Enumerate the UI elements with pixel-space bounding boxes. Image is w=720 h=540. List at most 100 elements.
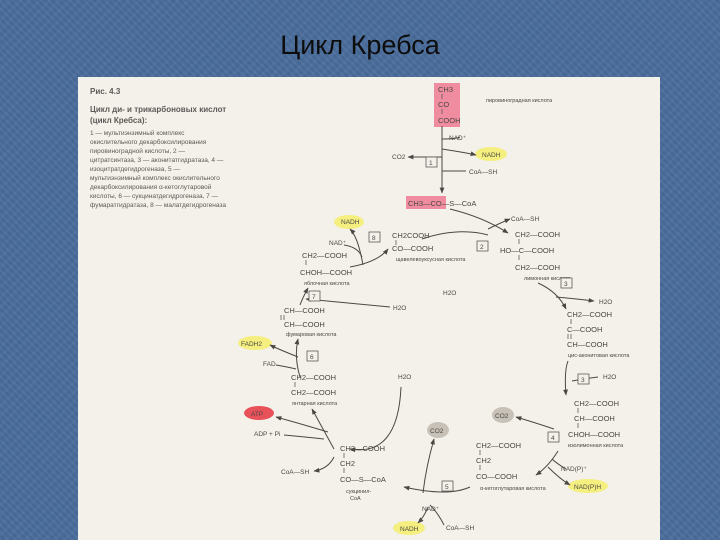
figure-label: Рис. 4.3: [90, 87, 121, 96]
svg-text:CH—COOH: CH—COOH: [284, 306, 325, 315]
pyruvate-highlight: [434, 83, 460, 127]
enzyme-7-box: [308, 290, 321, 302]
enzyme-3a-box: [560, 277, 573, 289]
succinyl-coa: CH2—COOH CH2 CO—S—CoA сукцинил- CoA: [340, 444, 386, 502]
nadph-badge: [568, 479, 608, 493]
nadp-label: NAD(P)⁺: [561, 466, 587, 473]
enzyme-5-number: 5: [445, 484, 449, 491]
nad-malate-label: NAD⁺: [329, 240, 347, 247]
svg-text:COOH: COOH: [438, 116, 461, 125]
atp-badge: [244, 406, 274, 420]
coa-sh-top-label: CoA—SH: [469, 169, 497, 176]
svg-text:CH2—COOH: CH2—COOH: [302, 251, 347, 260]
co2-isocitrate-badge: [492, 407, 514, 423]
svg-text:C—COOH: C—COOH: [567, 325, 602, 334]
enzyme-4-box: [547, 431, 560, 443]
svg-text:янтарная кислота: янтарная кислота: [292, 401, 338, 407]
svg-text:CO—COOH: CO—COOH: [476, 472, 517, 481]
co2-top-label: CO2: [392, 154, 406, 161]
enzyme-3b-number: 3: [581, 377, 585, 384]
acetyl-coa: CH3—CO—S—CoA: [408, 199, 476, 208]
svg-text:щавелевоуксусная кислота: щавелевоуксусная кислота: [396, 257, 466, 263]
fadh2-badge: [238, 336, 272, 350]
svg-text:сукцинил-: сукцинил-: [346, 489, 371, 495]
coa-sh-citrate-label: CoA—SH: [511, 216, 539, 223]
figure-enzyme-list: 1 — мультиэнзимный комплекс окислительно…: [90, 130, 226, 209]
alpha-ketoglutarate: CH2—COOH CH2 CO—COOH α-кетоглутаровая ки…: [476, 441, 547, 492]
enzyme-7-number: 7: [312, 294, 316, 301]
figure-caption: Цикл ди- и трикарбоновых кислот (цикл Кр…: [90, 105, 227, 125]
aconitate: CH2—COOH C—COOH CH—COOH цис-аконитовая к…: [567, 310, 630, 359]
enzyme-3b-box: [577, 373, 590, 385]
svg-text:CH—COOH: CH—COOH: [567, 340, 608, 349]
h2o-fumarate-label: H2O: [393, 305, 406, 312]
nadph-label: NAD(P)H: [574, 484, 601, 491]
svg-text:CH2—COOH: CH2—COOH: [574, 399, 619, 408]
h2o-aconitate-label: H2O: [599, 299, 612, 306]
svg-text:CH3: CH3: [438, 85, 453, 94]
enzyme-5-box: [441, 480, 454, 492]
enzyme-8-box: [368, 231, 381, 243]
svg-text:CO—COOH: CO—COOH: [392, 244, 433, 253]
svg-text:CHOH—COOH: CHOH—COOH: [568, 430, 620, 439]
fadh2-label: FADH2: [241, 341, 262, 348]
svg-text:CoA: CoA: [350, 496, 361, 502]
pyruvate: CH3 CO COOH пировиноградная кислота: [438, 85, 553, 125]
co2-ketoglutarate-label: CO2: [430, 428, 444, 435]
svg-text:пировиноградная кислота: пировиноградная кислота: [486, 98, 553, 104]
nadh-top-badge: [475, 147, 507, 161]
nadh-top-label: NADH: [482, 152, 501, 159]
enzyme-2-number: 2: [480, 244, 484, 251]
malate: CH2—COOH CHOH—COOH яблочная кислота: [300, 251, 352, 287]
svg-text:CH2COOH: CH2COOH: [392, 231, 430, 240]
svg-text:CH2: CH2: [476, 456, 491, 465]
co2-isocitrate-label: CO2: [495, 413, 509, 420]
svg-text:HO—C—COOH: HO—C—COOH: [500, 246, 554, 255]
svg-text:α-кетоглутаровая кислота: α-кетоглутаровая кислота: [480, 486, 547, 492]
svg-text:яблочная кислота: яблочная кислота: [304, 281, 350, 287]
nadh-bottom-label: NADH: [400, 526, 419, 533]
nadh-malate-label: NADH: [341, 219, 360, 226]
svg-text:CH—COOH: CH—COOH: [574, 414, 615, 423]
enzyme-1-number: 1: [429, 160, 433, 167]
isocitrate: CH2—COOH CH—COOH CHOH—COOH изолимонная к…: [568, 399, 624, 449]
citrate: CH2—COOH HO—C—COOH CH2—COOH лимонная кис…: [500, 230, 572, 282]
fumarate: CH—COOH CH—COOH фумаровая кислота: [280, 306, 337, 338]
h2o-succinyl-coa-label: H2O: [398, 374, 411, 381]
co2-ketoglutarate-badge: [427, 422, 449, 438]
fad-label: FAD: [263, 361, 276, 368]
svg-text:CH2—COOH: CH2—COOH: [515, 230, 560, 239]
svg-text:CO: CO: [438, 100, 449, 109]
svg-text:CHOH—COOH: CHOH—COOH: [300, 268, 352, 277]
svg-text:CH2—COOH: CH2—COOH: [340, 444, 385, 453]
krebs-cycle-figure: Рис. 4.3 Цикл ди- и трикарбоновых кислот…: [78, 77, 660, 540]
slide-title: Цикл Кребса: [280, 30, 440, 60]
enzyme-2-box: [476, 240, 489, 252]
svg-text:CH—COOH: CH—COOH: [284, 320, 325, 329]
nadh-malate-badge: [334, 215, 364, 229]
coa-sh-bottom-label: CoA—SH: [446, 525, 474, 532]
svg-text:изолимонная кислота: изолимонная кислота: [568, 443, 624, 449]
enzyme-6-box: [306, 350, 319, 362]
coa-sh-succinate-label: CoA—SH: [281, 469, 309, 476]
nadh-bottom-badge: [393, 521, 425, 535]
nad-bottom-label: NAD⁺: [422, 506, 440, 513]
enzyme-4-number: 4: [551, 435, 555, 442]
svg-text:CO—S—CoA: CO—S—CoA: [340, 475, 386, 484]
svg-text:лимонная кислота: лимонная кислота: [524, 276, 572, 282]
succinate: CH2—COOH CH2—COOH янтарная кислота: [291, 373, 338, 407]
svg-text:CH2—COOH: CH2—COOH: [476, 441, 521, 450]
atp-label: ATP: [251, 411, 263, 418]
enzyme-3a-number: 3: [564, 281, 568, 288]
krebs-cycle-diagram: CH3 CO COOH пировиноградная кислота NAD⁺…: [238, 83, 630, 535]
svg-text:CH2—COOH: CH2—COOH: [567, 310, 612, 319]
svg-text:фумаровая кислота: фумаровая кислота: [286, 332, 337, 338]
svg-text:цис-аконитовая кислота: цис-аконитовая кислота: [568, 353, 630, 359]
svg-text:CH2: CH2: [340, 459, 355, 468]
h2o-citrate-label: H2O: [443, 290, 456, 297]
enzyme-1-box: [425, 156, 438, 168]
acetyl-highlight: [406, 196, 446, 209]
adp-label: ADP + Pi: [254, 431, 280, 438]
svg-text:CH2—COOH: CH2—COOH: [291, 388, 336, 397]
h2o-succinyl-label: H2O: [603, 374, 616, 381]
